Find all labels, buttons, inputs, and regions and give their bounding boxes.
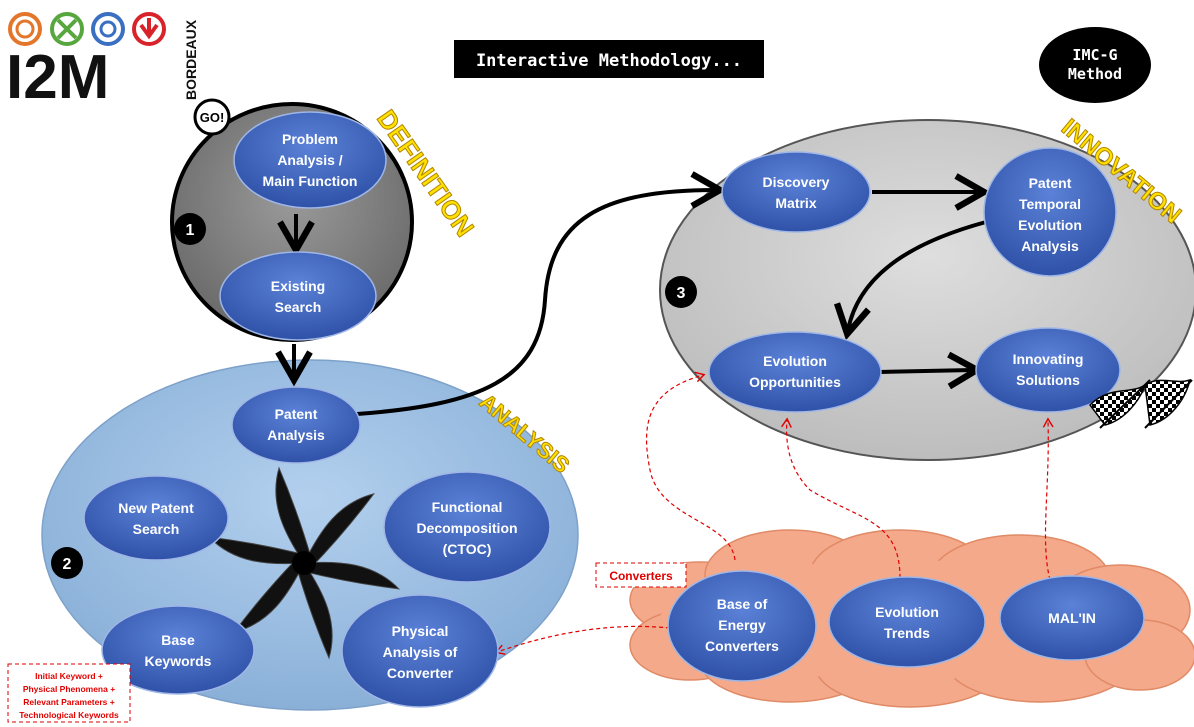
node-label-line: Patent (275, 406, 318, 422)
node-patent-temporal[interactable]: Patent Temporal Evolution Analysis (983, 147, 1117, 277)
method-badge: IMC-G Method (1039, 27, 1151, 103)
dashed-connectors (494, 371, 1054, 655)
node-label-line: Evolution (1018, 217, 1082, 233)
node-base-keywords[interactable]: Base Keywords (101, 605, 255, 695)
node-label-line: Physical (392, 623, 449, 639)
node-label-line: Converters (705, 638, 779, 654)
node-label-line: Innovating (1013, 351, 1084, 367)
flow-arrows (275, 171, 991, 416)
node-label-line: Search (275, 299, 322, 315)
node-evolution-trends[interactable]: Evolution Trends (828, 576, 986, 668)
node-label-line: Existing (271, 278, 325, 294)
node-label-line: Solutions (1016, 372, 1080, 388)
node-base-energy-converters[interactable]: Base of Energy Converters (667, 570, 817, 682)
node-physical-analysis[interactable]: Physical Analysis of Converter (341, 594, 499, 708)
node-label-line: Analysis (267, 427, 325, 443)
node-label-line: Analysis / (277, 152, 342, 168)
node-discovery-matrix[interactable]: Discovery Matrix (721, 151, 871, 233)
node-innovating-solutions[interactable]: Innovating Solutions (975, 327, 1121, 413)
node-label-line: Main Function (263, 173, 358, 189)
step-badge-1: 1 (174, 213, 206, 245)
node-label-line: Base (161, 632, 195, 648)
node-label-line: Energy (718, 617, 766, 633)
step-badge-2: 2 (51, 547, 83, 579)
arrow-temporal-to-opportunities (834, 220, 987, 341)
link-malin-to-solutions (1042, 417, 1054, 581)
arrow-patent-to-discovery (356, 171, 727, 416)
node-label-line: Evolution (763, 353, 827, 369)
logo-side-text: BORDEAUX (183, 19, 199, 100)
logo-letters: I2M (6, 43, 109, 112)
node-label-line: Keywords (145, 653, 212, 669)
keywords-note-line: Relevant Parameters + (23, 697, 114, 707)
node-label-line: Analysis of (383, 644, 458, 660)
node-label-line: Temporal (1019, 196, 1081, 212)
arrow-opportunities-to-solutions (879, 351, 984, 390)
node-label-line: Base of (717, 596, 768, 612)
pinwheel-icon (207, 466, 401, 660)
step-number: 3 (677, 285, 686, 302)
converters-label: Converters (595, 562, 687, 588)
logo-icon-row (8, 12, 166, 46)
node-problem-analysis[interactable]: Problem Analysis / Main Function (233, 111, 387, 209)
node-existing-search[interactable]: Existing Search (219, 251, 377, 341)
keywords-note-line: Initial Keyword + (35, 671, 103, 681)
node-label-line: Matrix (775, 195, 816, 211)
step-number: 2 (63, 556, 72, 573)
link-trends-to-opportunities (781, 417, 901, 579)
go-text: GO! (200, 110, 225, 125)
step-number: 1 (186, 222, 195, 239)
page-title: Interactive Methodology... (476, 51, 742, 71)
node-evolution-opportunities[interactable]: Evolution Opportunities (708, 331, 882, 413)
node-label-line: Converter (387, 665, 454, 681)
method-badge-line1: IMC-G (1072, 46, 1117, 64)
node-label-line: Opportunities (749, 374, 841, 390)
converters-text: Converters (609, 569, 673, 583)
node-label-line: MAL'IN (1048, 610, 1096, 626)
title-box: Interactive Methodology... (454, 40, 764, 78)
node-label-line: Functional (432, 499, 503, 515)
node-label-line: Trends (884, 625, 930, 641)
i2m-logo: I2M BORDEAUX (6, 12, 199, 112)
node-label-line: (CTOC) (443, 541, 492, 557)
method-badge-line2: Method (1068, 65, 1122, 83)
step-badge-3: 3 (665, 276, 697, 308)
node-malin[interactable]: MAL'IN (999, 575, 1145, 661)
link-converters-to-opportunities (646, 371, 736, 561)
go-badge: GO! (193, 98, 231, 136)
node-label-line: Search (133, 521, 180, 537)
keywords-note: Initial Keyword + Physical Phenomena + R… (7, 663, 131, 723)
node-label-line: Discovery (763, 174, 830, 190)
keywords-note-line: Physical Phenomena + (23, 684, 115, 694)
node-label-line: Analysis (1021, 238, 1079, 254)
node-label-line: Decomposition (416, 520, 517, 536)
node-label-line: Patent (1029, 175, 1072, 191)
node-patent-analysis[interactable]: Patent Analysis (231, 386, 361, 464)
checkered-flags-icon (1089, 378, 1193, 429)
node-label-line: Problem (282, 131, 338, 147)
node-functional-decomposition[interactable]: Functional Decomposition (CTOC) (383, 471, 551, 583)
node-label-line: New Patent (118, 500, 194, 516)
node-new-patent-search[interactable]: New Patent Search (83, 475, 229, 561)
keywords-note-line: Technological Keywords (19, 710, 119, 720)
node-label-line: Evolution (875, 604, 939, 620)
